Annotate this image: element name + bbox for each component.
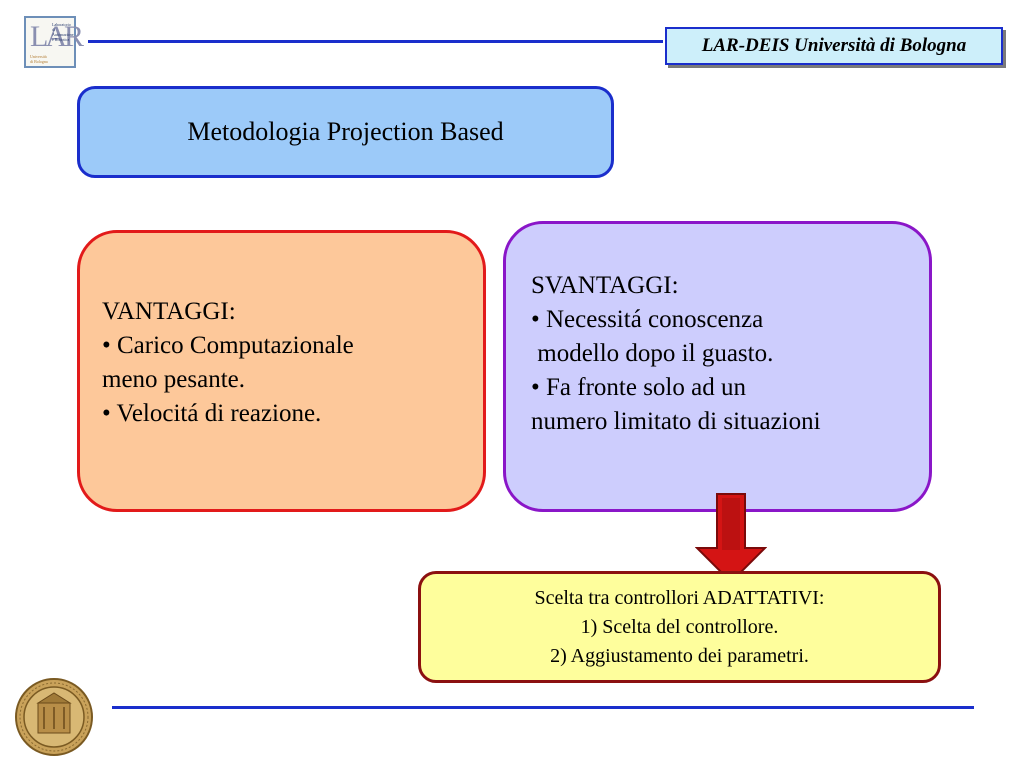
result-line: 1) Scelta del controllore.: [580, 615, 779, 638]
svantaggi-line: modello dopo il guasto.: [531, 340, 774, 367]
logo-caption-top: Laboratorio di Automazione e Robotica: [52, 22, 74, 42]
institution-label: LAR-DEIS Università di Bologna: [665, 27, 1003, 65]
footer-divider: [112, 706, 974, 709]
result-line: Scelta tra controllori ADATTATIVI:: [534, 586, 825, 609]
svantaggi-line: • Fa fronte solo ad un: [531, 374, 746, 401]
vantaggi-box: VANTAGGI: • Carico Computazionale meno p…: [77, 230, 486, 512]
vantaggi-line: VANTAGGI:: [102, 298, 236, 325]
result-line: 2) Aggiustamento dei parametri.: [550, 644, 809, 667]
lar-logo-icon: LAR Laboratorio di Automazione e Robotic…: [24, 16, 84, 68]
svantaggi-box: SVANTAGGI: • Necessitá conoscenza modello…: [503, 221, 932, 512]
result-box: Scelta tra controllori ADATTATIVI: 1) Sc…: [418, 571, 941, 683]
svantaggi-line: numero limitato di situazioni: [531, 408, 821, 435]
vantaggi-line: • Velocitá di reazione.: [102, 400, 322, 427]
logo-text: LAR: [30, 20, 84, 53]
university-seal-icon: [15, 678, 93, 756]
vantaggi-line: • Carico Computazionale: [102, 332, 354, 359]
header-divider: [88, 40, 663, 43]
down-arrow-icon: [695, 493, 767, 584]
slide-title: Metodologia Projection Based: [77, 86, 614, 178]
svantaggi-line: SVANTAGGI:: [531, 272, 679, 299]
svantaggi-line: • Necessitá conoscenza: [531, 306, 764, 333]
logo-caption-bottom: Università di Bologna: [30, 54, 48, 64]
vantaggi-line: meno pesante.: [102, 366, 246, 393]
